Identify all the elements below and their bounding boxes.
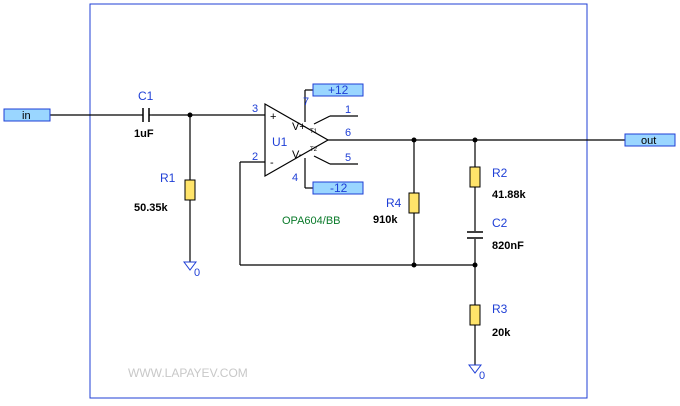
- wire-pin5-diag: [313, 155, 331, 165]
- pin-7-label: 7: [303, 96, 309, 108]
- pin-2-label: 2: [252, 151, 258, 163]
- pin-6-label: 6: [345, 127, 351, 139]
- opamp-minus-sign: -: [270, 157, 274, 169]
- sheet-border: [89, 3, 588, 399]
- vplus-rail[interactable]: +12: [312, 83, 364, 97]
- resistor-r3[interactable]: [469, 304, 481, 326]
- vminus-rail-label: -12: [330, 181, 348, 195]
- opamp-vplus-label: V+: [292, 121, 306, 133]
- capacitor-c1[interactable]: [140, 108, 152, 122]
- output-port[interactable]: out: [624, 133, 676, 147]
- opamp-u1[interactable]: [264, 102, 330, 178]
- vminus-rail[interactable]: -12: [312, 181, 364, 195]
- c1-ref: C1: [138, 89, 154, 103]
- r1-value: 50.35k: [134, 202, 169, 214]
- r1-ref: R1: [160, 171, 176, 185]
- ground-icon: [183, 261, 197, 271]
- c2-ref: C2: [492, 216, 508, 230]
- junction-dot: [187, 112, 193, 118]
- opamp-part-number: OPA604/BB: [282, 215, 341, 227]
- opamp-ref: U1: [272, 135, 288, 149]
- opamp-plus-sign: +: [270, 111, 276, 123]
- junction-dot: [411, 262, 417, 268]
- output-port-label: out: [641, 135, 656, 147]
- vplus-rail-label: +12: [328, 83, 349, 97]
- junction-dot: [472, 137, 478, 143]
- r2-value: 41.88k: [492, 189, 527, 201]
- watermark: WWW.LAPAYEV.COM: [128, 366, 248, 380]
- resistor-r1[interactable]: [184, 179, 196, 201]
- r4-ref: R4: [386, 196, 402, 210]
- ground-label: 0: [194, 267, 200, 279]
- opamp-t2-label: T2: [310, 147, 318, 153]
- c1-value: 1uF: [134, 128, 154, 140]
- ground-icon: [468, 364, 482, 374]
- r2-ref: R2: [492, 166, 508, 180]
- resistor-r4[interactable]: [408, 192, 420, 214]
- c2-value: 820nF: [492, 240, 524, 252]
- pin-4-label: 4: [292, 172, 298, 184]
- input-port-label: in: [22, 110, 31, 122]
- pin-1-label: 1: [345, 104, 351, 116]
- opamp-vminus-label: V-: [292, 149, 303, 161]
- r3-value: 20k: [492, 327, 511, 339]
- r3-ref: R3: [492, 302, 508, 316]
- r4-value: 910k: [373, 214, 398, 226]
- wire-pin1-diag: [313, 115, 331, 125]
- pin-3-label: 3: [252, 103, 258, 115]
- opamp-t1-label: T1: [310, 129, 318, 135]
- junction-dot: [411, 137, 417, 143]
- ground-label: 0: [479, 370, 485, 382]
- input-port[interactable]: in: [3, 108, 51, 122]
- pin-5-label: 5: [345, 152, 351, 164]
- junction-dot: [472, 262, 478, 268]
- resistor-r2[interactable]: [469, 166, 481, 188]
- capacitor-c2[interactable]: [467, 231, 483, 239]
